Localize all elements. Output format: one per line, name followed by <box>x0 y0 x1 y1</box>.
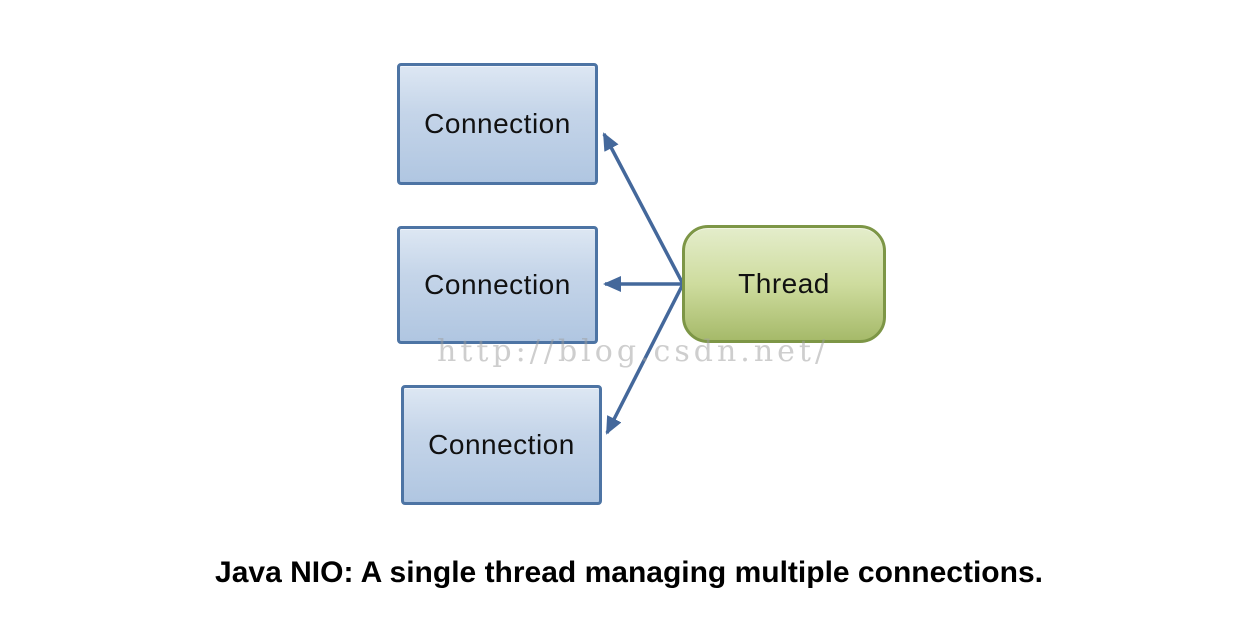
connection-node-2-label: Connection <box>424 269 571 300</box>
connection-node-1-label: Connection <box>424 108 571 139</box>
diagram-caption: Java NIO: A single thread managing multi… <box>215 556 1043 589</box>
connection-node-2: Connection <box>397 226 598 344</box>
connection-node-3-label: Connection <box>428 429 575 460</box>
thread-node: Thread <box>682 225 886 343</box>
thread-node-label: Thread <box>738 268 830 299</box>
connection-node-3: Connection <box>401 385 602 505</box>
arrow-thread-to-connection-1 <box>602 132 685 285</box>
watermark-text: http://blog.csdn.net/ <box>437 334 830 369</box>
connection-node-1: Connection <box>397 63 598 185</box>
